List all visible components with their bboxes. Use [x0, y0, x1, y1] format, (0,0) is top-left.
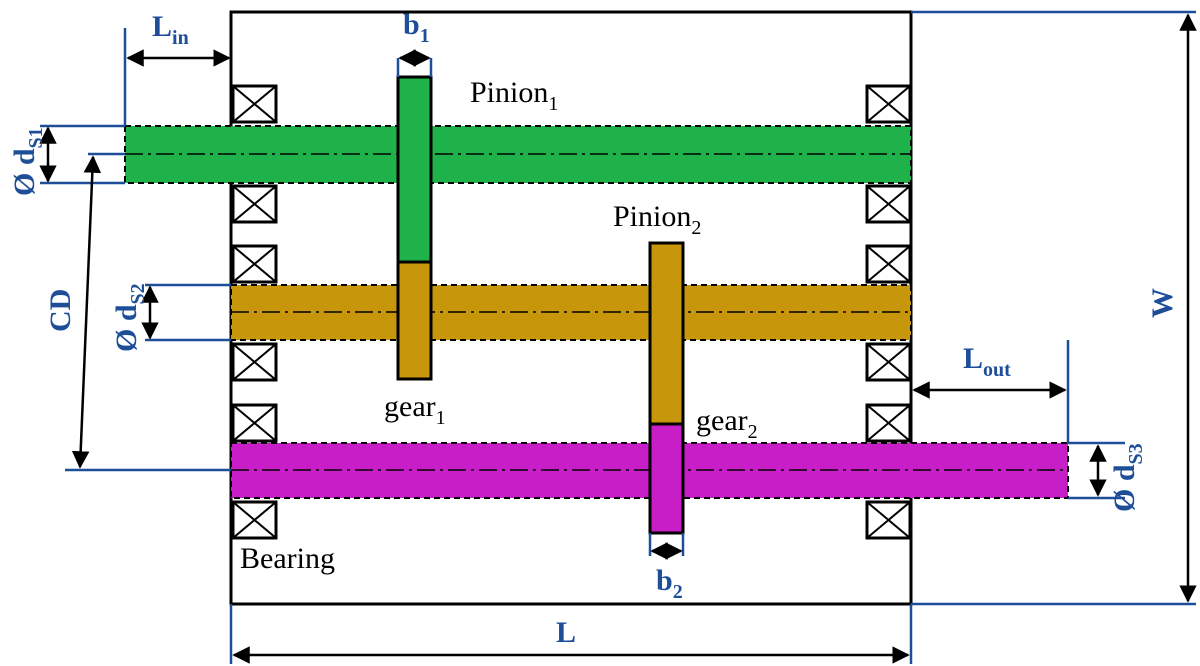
gear-2-body	[648, 422, 685, 535]
label-b2: b2	[656, 564, 683, 603]
bearing-left-2	[231, 184, 278, 224]
label-gear2: gear2	[696, 404, 758, 443]
label-w: W	[1146, 288, 1179, 318]
pinion-1-body	[396, 75, 433, 264]
bearing-left-1	[231, 84, 278, 124]
label-l-out: Lout	[963, 342, 1011, 381]
bearing-left-5	[231, 403, 278, 443]
dimension-arrows	[39, 13, 1197, 664]
label-l: L	[556, 616, 576, 649]
bearing-right-2	[865, 184, 912, 224]
label-ds3: Ø dS3	[1108, 443, 1147, 512]
bearing-left-3	[231, 244, 278, 284]
label-ds2: Ø dS2	[110, 283, 149, 352]
label-ds1: Ø dS1	[8, 127, 47, 196]
extension-lines	[40, 10, 1196, 664]
bearing-right-1	[865, 84, 912, 124]
label-pinion2: Pinion2	[613, 200, 701, 239]
label-pinion1: Pinion1	[470, 76, 558, 115]
label-gear1: gear1	[384, 390, 446, 429]
label-cd: CD	[44, 289, 77, 332]
gear-1-body	[396, 260, 433, 381]
bearing-left-6	[231, 500, 278, 540]
label-b1: b1	[403, 8, 430, 47]
pinion-2-body	[648, 241, 685, 426]
bearing-right-3	[865, 244, 912, 284]
label-l-in: Lin	[152, 10, 189, 49]
bearing-left-4	[231, 342, 278, 382]
bearing-right-4	[865, 342, 912, 382]
label-bearing: Bearing	[240, 542, 335, 575]
bearing-right-5	[865, 403, 912, 443]
bearing-right-6	[865, 500, 912, 540]
